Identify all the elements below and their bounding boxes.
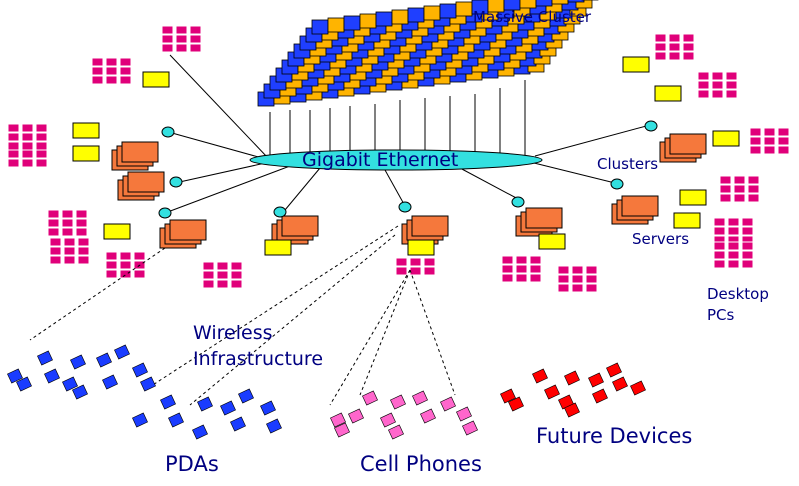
label-massive-cluster: Massive Cluster [473, 8, 592, 26]
label-servers: Servers [632, 230, 690, 248]
cluster-legs [269, 80, 526, 155]
label-infrastructure: Infrastructure [193, 348, 324, 370]
label-desktop: Desktop [707, 285, 769, 303]
label-pdas: PDAs [165, 452, 219, 476]
wireless-links [29, 225, 456, 406]
gigabit-ethernet-bus [249, 149, 543, 171]
cell-phone-devices [330, 390, 478, 440]
future-devices [500, 362, 646, 418]
ethernet-links [164, 54, 651, 214]
cluster-groups [111, 120, 707, 249]
label-wireless: Wireless [193, 322, 273, 344]
label-clusters: Clusters [597, 155, 659, 173]
label-gigabit-ethernet: Gigabit Ethernet [302, 149, 459, 171]
label-cell-phones: Cell Phones [360, 452, 482, 476]
label-pcs: PCs [707, 306, 735, 324]
label-future-devices: Future Devices [536, 424, 693, 448]
